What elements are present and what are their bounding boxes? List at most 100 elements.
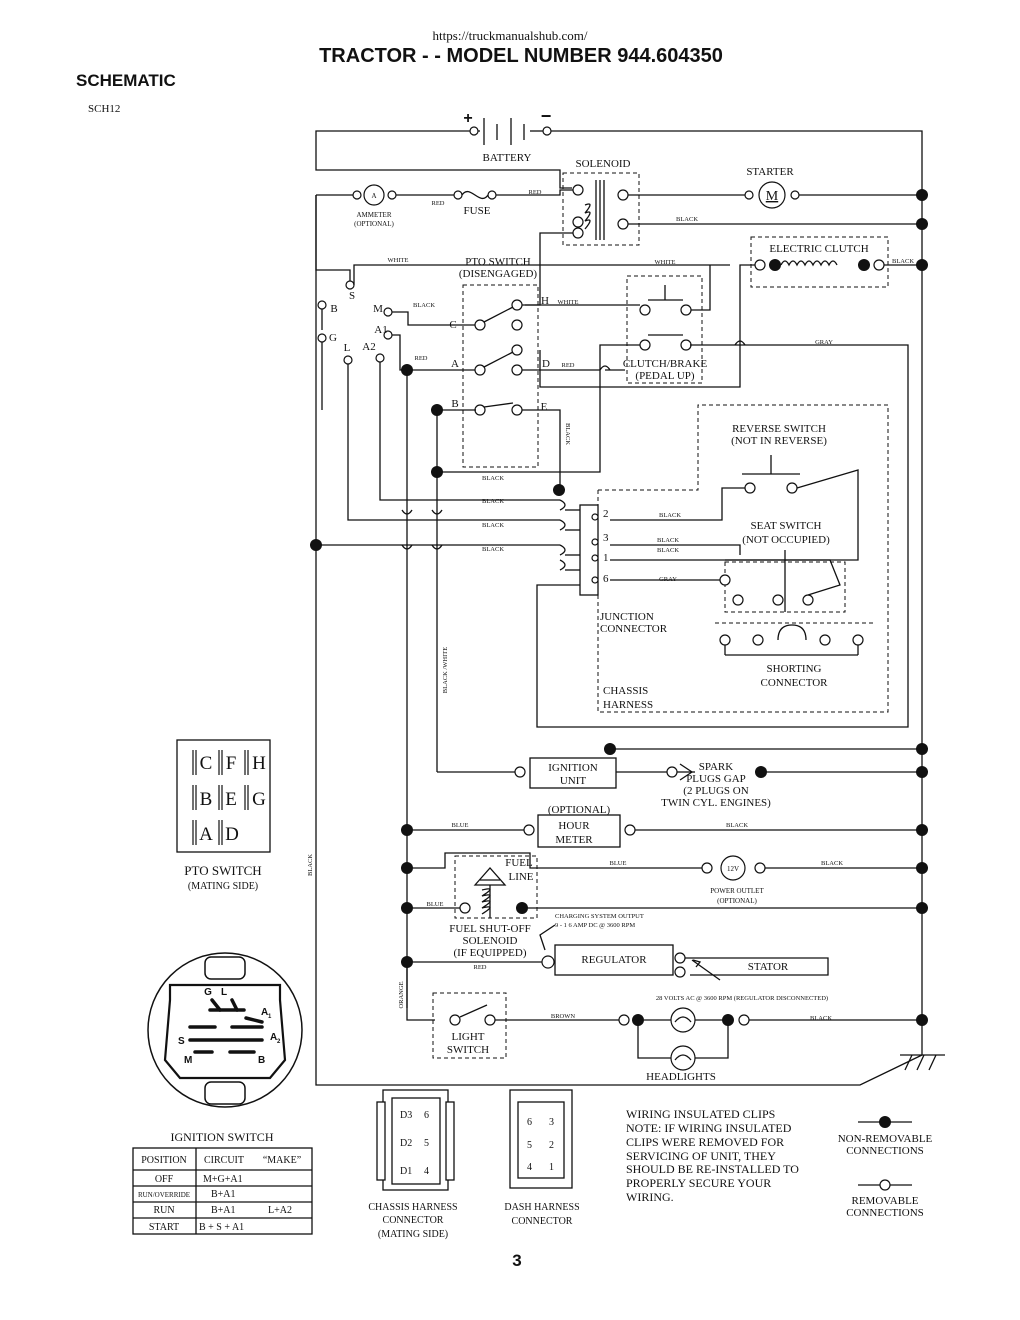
- wire-black-label: BLACK: [482, 546, 504, 553]
- power-outlet-symbol: 12V: [727, 865, 739, 873]
- table-cell: B + S + A1: [199, 1222, 244, 1233]
- wire-black-label: BLACK: [726, 822, 748, 829]
- note-line: WIRING.: [626, 1190, 674, 1204]
- lighting-circuit: LIGHT SWITCH BROWN BLACK HEADLIGHTS: [406, 968, 945, 1083]
- dash-pin: 2: [549, 1140, 554, 1151]
- power-outlet: 12V POWER OUTLET (OPTIONAL) BLUE BLACK: [401, 852, 928, 905]
- table-cell: RUN/OVERRIDE: [138, 1191, 190, 1199]
- terminal-m-label: M: [373, 303, 383, 315]
- page-title: TRACTOR - - MODEL NUMBER 944.604350: [319, 45, 723, 67]
- pto-terminal-b: B: [451, 398, 458, 410]
- wire-red-label: RED: [562, 362, 575, 369]
- pto-switch-state-label: (DISENGAGED): [459, 268, 538, 280]
- dash-connector-caption-2: CONNECTOR: [512, 1216, 573, 1227]
- starter: STARTER M: [744, 166, 928, 230]
- pto-terminal-d: D: [542, 358, 550, 370]
- pto-switch-label: PTO SWITCH: [465, 256, 531, 268]
- ignition-switch-face: G L A 1 A 2 S M B IGNITION SWITCH: [147, 952, 303, 1144]
- pto-pin-a: A: [199, 824, 213, 845]
- ignition-unit: IGNITION UNIT SPARK PLUGS GAP (2 PLUGS O…: [514, 743, 928, 809]
- solenoid-coil-icon: [584, 203, 591, 230]
- chassis-harness-connector: D3 D2 D1 6 5 4 CHASSIS HARNESS CONNECTOR…: [368, 1089, 458, 1240]
- wire-black-white-label: BLACK /WHITE: [442, 647, 449, 693]
- battery-negative-terminal: [542, 126, 552, 136]
- stator-label: STATOR: [748, 961, 789, 973]
- pto-pin-h: H: [252, 753, 266, 774]
- seat-switch-label: SEAT SWITCH: [751, 520, 822, 532]
- minus-sign: −: [541, 106, 552, 126]
- pto-switch-mating-side: C F H B E G A D PTO SWITCH (MATING SIDE): [176, 739, 271, 892]
- charging-output-label: CHARGING SYSTEM OUTPUT: [555, 913, 644, 920]
- junction-pin-2: 2: [603, 508, 609, 520]
- electric-clutch: ELECTRIC CLUTCH BLACK: [539, 236, 928, 388]
- battery-label: BATTERY: [483, 152, 532, 164]
- chassis-connector-caption-3: (MATING SIDE): [378, 1229, 448, 1240]
- solenoid-label: SOLENOID: [576, 158, 631, 170]
- wire-brown-label: BROWN: [551, 1013, 576, 1020]
- ignition-switch-table: POSITION CIRCUIT “MAKE” OFF M+G+A1 RUN/O…: [132, 1147, 313, 1235]
- clutch-brake-switch: WHITE CLUTCH/BRAKE (PEDAL UP) GRAY: [442, 259, 909, 728]
- chassis-connector-caption-2: CONNECTOR: [383, 1215, 444, 1226]
- fuse-icon: [461, 190, 489, 200]
- note-line: PROPERLY SECURE YOUR: [626, 1176, 771, 1190]
- ammeter-symbol: A: [371, 192, 376, 200]
- ignition-unit-label: IGNITION: [548, 762, 598, 774]
- battery-positive-terminal: [469, 126, 479, 136]
- chassis-label-2: HARNESS: [603, 699, 653, 711]
- junction-pin-3: 3: [603, 532, 609, 544]
- ign-face-l: L: [221, 987, 227, 998]
- wire-black-label: BLACK: [482, 522, 504, 529]
- dash-pin: 6: [527, 1117, 532, 1128]
- terminal-s-label: S: [349, 290, 355, 302]
- dash-connector-caption: DASH HARNESS: [504, 1202, 579, 1213]
- legend-removable-2: CONNECTIONS: [846, 1207, 924, 1219]
- pto-terminal-c: C: [449, 319, 456, 331]
- regulator-stator: CHARGING SYSTEM OUTPUT 9 - 1 6 AMP DC @ …: [401, 913, 829, 1002]
- dash-pin: 5: [527, 1140, 532, 1151]
- section-title: SCHEMATIC: [76, 71, 176, 90]
- chassis-label: CHASSIS: [603, 685, 648, 697]
- pto-pin-f: F: [226, 753, 237, 774]
- shorting-connector-label-2: CONNECTOR: [760, 677, 828, 689]
- wire-gray-label: GRAY: [815, 339, 833, 346]
- fuel-valve-icon: [473, 867, 507, 886]
- ign-face-a2-sub: 2: [277, 1039, 281, 1045]
- hour-meter-label: HOUR: [558, 820, 590, 832]
- chassis-connector-caption: CHASSIS HARNESS: [368, 1202, 457, 1213]
- removable-connection-icon: [879, 1179, 891, 1191]
- wire-black-label: BLACK: [482, 498, 504, 505]
- clutch-coil-icon: [780, 260, 838, 267]
- wire-gray-label: GRAY: [659, 576, 677, 583]
- pto-mating-caption-2: (MATING SIDE): [188, 881, 258, 892]
- pto-pin-g: G: [252, 789, 266, 810]
- junction-label: JUNCTION: [600, 611, 654, 623]
- wire-red-label: RED: [432, 200, 445, 207]
- spark-plug-label-2: PLUGS GAP: [686, 773, 746, 785]
- chassis-pin: D2: [400, 1138, 412, 1149]
- ammeter-label: AMMETER: [357, 211, 392, 219]
- chassis-pin: 4: [424, 1166, 429, 1177]
- ign-face-a1: A: [261, 1007, 268, 1018]
- ammeter-fuse-row: A AMMETER (OPTIONAL) RED RED FUSE: [352, 184, 578, 228]
- starter-motor-icon: [758, 181, 786, 209]
- ignition-switch-title: IGNITION SWITCH: [171, 1130, 274, 1144]
- power-outlet-optional-label: (OPTIONAL): [717, 897, 757, 905]
- wire-black-label: BLACK: [307, 854, 314, 876]
- wire-white-label: WHITE: [655, 259, 676, 266]
- note-line: NOTE: IF WIRING INSULATED: [626, 1121, 792, 1135]
- ign-face-a1-sub: 1: [268, 1014, 272, 1020]
- terminal-a2-label: A2: [362, 341, 375, 353]
- note-line: WIRING INSULATED CLIPS: [626, 1107, 775, 1121]
- fuel-shutoff-solenoid: FUEL LINE BLUE FUEL SHUT-OFF SOLENOID (I…: [401, 855, 928, 959]
- wire-red-label: RED: [415, 355, 428, 362]
- starter-label: STARTER: [746, 166, 794, 178]
- junction-pin-6: 6: [603, 573, 609, 585]
- pto-terminal-h: H: [541, 295, 549, 307]
- table-cell: L+A2: [268, 1205, 292, 1216]
- diagram-code: SCH12: [88, 103, 120, 115]
- fuel-shutoff-label: FUEL SHUT-OFF: [449, 923, 530, 935]
- pto-pin-d: D: [225, 824, 239, 845]
- fuel-line-label-2: LINE: [508, 871, 533, 883]
- legend-non-removable: NON-REMOVABLE: [838, 1133, 933, 1145]
